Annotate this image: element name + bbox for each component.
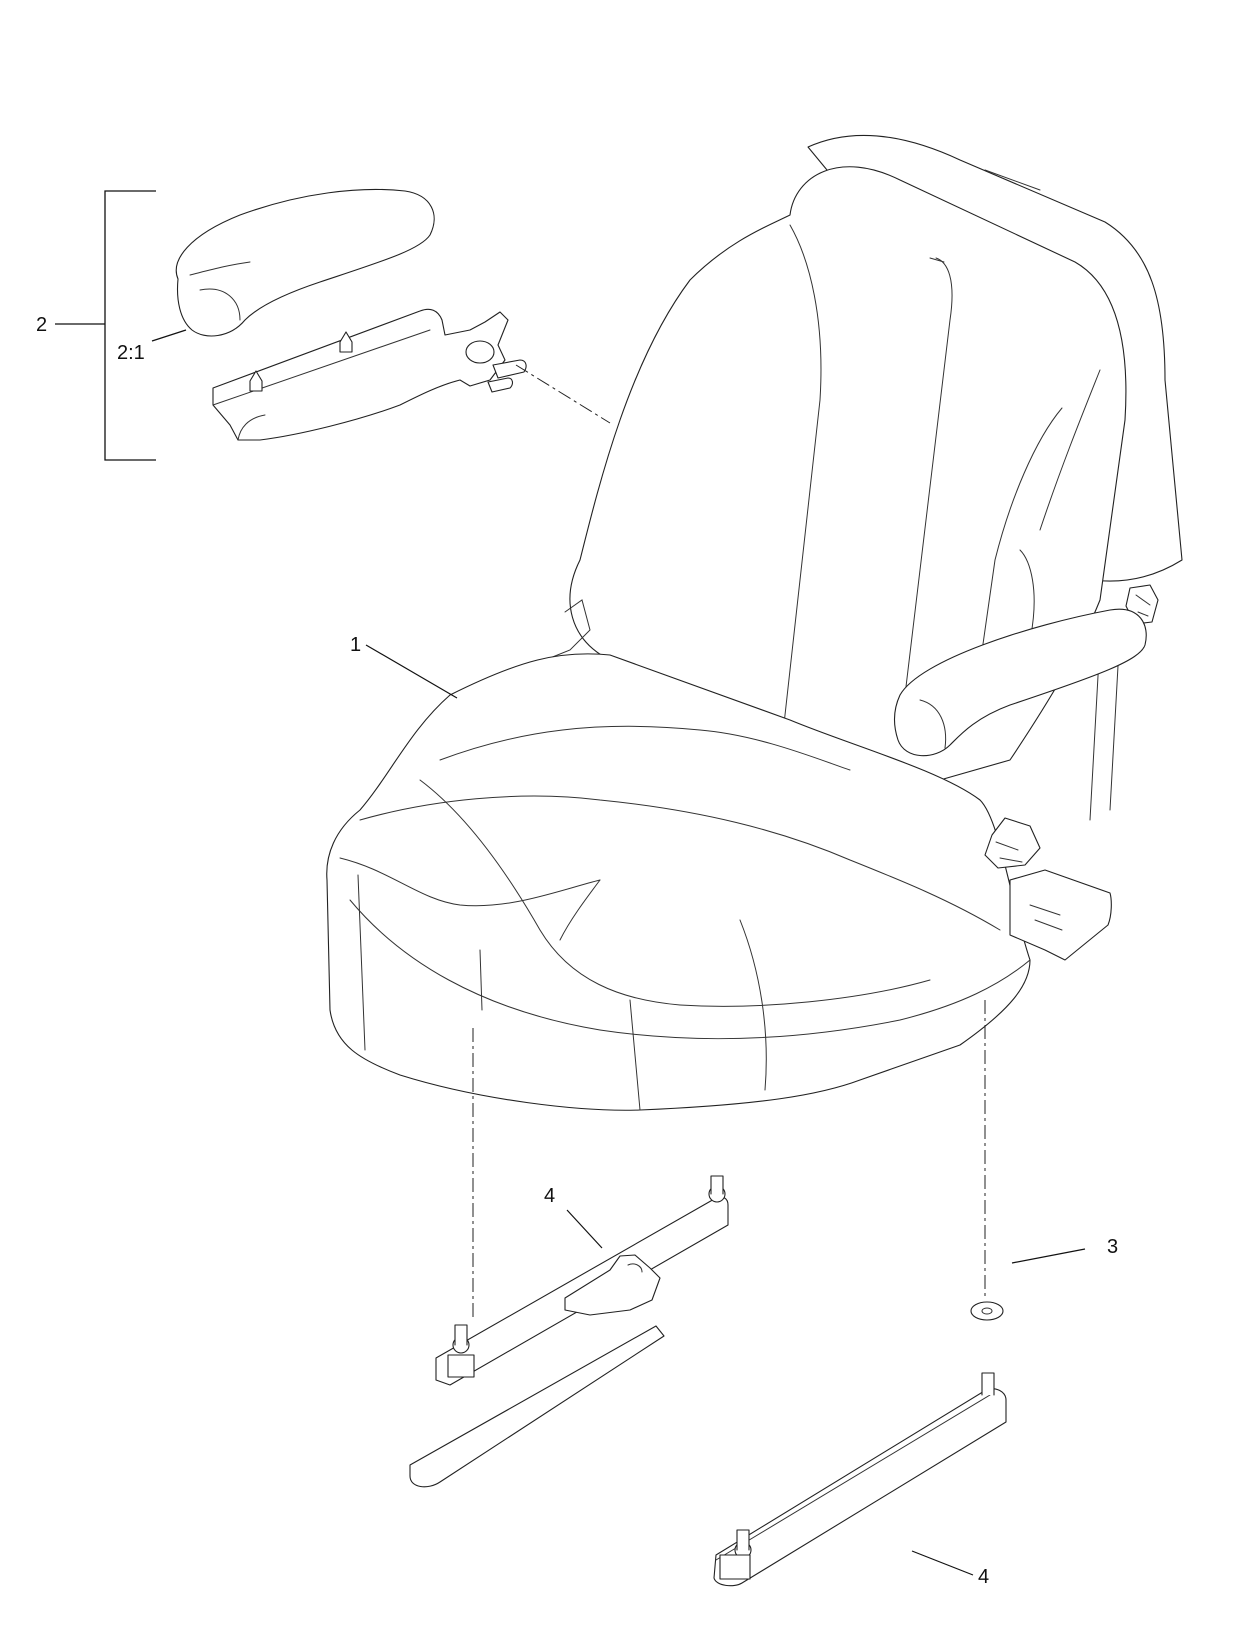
track-stud-bolt bbox=[981, 1372, 995, 1396]
armrest-pivot-pin bbox=[487, 377, 513, 393]
seat-slide-bar bbox=[409, 1325, 665, 1488]
washer-hole bbox=[981, 1307, 993, 1315]
armrest-base-plate bbox=[212, 308, 509, 441]
track-end-cap bbox=[447, 1354, 475, 1378]
leader-3 bbox=[1011, 1248, 1086, 1264]
callout-seat-track-left: 4 bbox=[544, 1185, 555, 1207]
armrest-pad bbox=[175, 188, 435, 337]
callout-washer: 3 bbox=[1107, 1236, 1118, 1258]
armrest-centerline bbox=[515, 364, 611, 424]
armrest-pivot-washer bbox=[465, 340, 495, 364]
backrest bbox=[569, 166, 1127, 781]
seat-belt-retractor bbox=[1009, 869, 1112, 961]
callout-armrest-pad: 2:1 bbox=[117, 342, 145, 364]
leader-1 bbox=[365, 644, 458, 699]
washer bbox=[970, 1301, 1004, 1321]
track-stud-bolt bbox=[454, 1324, 468, 1346]
track-end-cap bbox=[719, 1554, 751, 1580]
armrest-kit-exploded bbox=[175, 188, 611, 441]
leader-4-left bbox=[566, 1209, 603, 1249]
seat-lock-lever bbox=[564, 1254, 661, 1316]
armrest-peg bbox=[339, 331, 353, 353]
leader-4-right bbox=[911, 1550, 974, 1576]
seat-belt-buckle bbox=[984, 817, 1041, 869]
armrest-installed bbox=[893, 608, 1147, 757]
seat-track-right bbox=[713, 1000, 1007, 1587]
armrest-pivot-pin bbox=[492, 359, 527, 379]
armrest-kit-bracket bbox=[104, 190, 156, 461]
track-stud-bolt bbox=[736, 1529, 750, 1551]
track-stud-bolt bbox=[710, 1175, 724, 1195]
callout-seat: 1 bbox=[350, 634, 361, 656]
seat-track-left bbox=[409, 1028, 729, 1488]
seat-assembly bbox=[326, 134, 1183, 1111]
seat-track-rail bbox=[713, 1388, 1007, 1587]
callout-armrest-kit: 2 bbox=[36, 314, 47, 336]
armrest-peg bbox=[249, 370, 263, 392]
callout-seat-track-right: 4 bbox=[978, 1566, 989, 1588]
leader-2-1 bbox=[151, 329, 187, 342]
